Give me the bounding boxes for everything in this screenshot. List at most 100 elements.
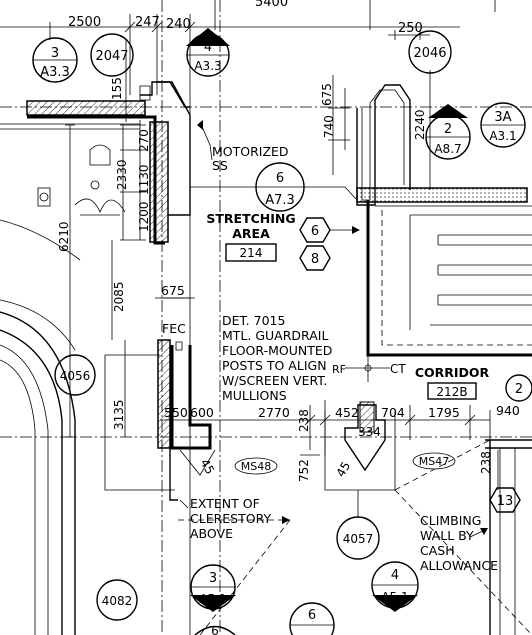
section-mark-sheet: A3.3: [194, 59, 221, 73]
section-mark-sheet: A8.7: [434, 142, 461, 156]
motorized-note: [197, 120, 213, 161]
dimension-label: 238: [297, 409, 311, 432]
section-mark-sheet: A3.3: [40, 65, 70, 80]
section-mark-4-a3-3[interactable]: 4 A3.3: [186, 28, 230, 77]
section-mark-6-a5-1[interactable]: 6: [289, 602, 335, 635]
left-vertical-dimensions: [65, 40, 146, 438]
door-tag-2047[interactable]: 2047: [90, 33, 134, 77]
ms-tag-ms47[interactable]: MS47: [412, 452, 456, 470]
note-text: RF: [332, 363, 346, 376]
door-tag-4082[interactable]: 4082: [96, 579, 138, 621]
room-name: STRETCHING: [206, 211, 295, 226]
dimension-label: 334: [358, 425, 381, 439]
section-mark-number: 6: [276, 171, 284, 186]
arrow-head: [352, 226, 360, 234]
hex-tag-6[interactable]: 6: [299, 217, 331, 243]
hex-tag-8[interactable]: 8: [299, 245, 331, 271]
section-mark-number: 3: [209, 571, 217, 586]
dimension-label: 155: [110, 77, 124, 100]
note-text: POSTS TO ALIGN: [222, 358, 327, 373]
note-text: CASH: [420, 543, 455, 558]
door-tag-4057[interactable]: 4057: [336, 490, 380, 560]
guardrail-note: DET. 7015 MTL. GUARDRAIL FLOOR-MOUNTED P…: [222, 313, 332, 403]
section-mark-sheet: A7.3: [265, 193, 295, 208]
dimension-label: 1795: [428, 405, 460, 420]
rf-ct-symbol: RF CT: [332, 355, 406, 382]
dimension-label: 600: [190, 405, 214, 420]
dimension-label: 704: [381, 405, 405, 420]
note-text: CLERESTORY: [190, 511, 271, 526]
section-mark-sheet: A5.1: [199, 592, 226, 606]
hex-tag-number: 13: [497, 494, 514, 509]
dimension-label: 940: [496, 403, 520, 418]
ms-tag-ms48[interactable]: MS48: [234, 457, 278, 475]
dimension-label: 550: [164, 405, 188, 420]
hex-tag-number: 6: [311, 224, 319, 239]
section-mark-number: 3: [51, 46, 59, 61]
hex-tag-number: 8: [311, 252, 319, 267]
dimension-label: 2770: [258, 405, 290, 420]
section-mark-number: 4: [391, 568, 399, 583]
dashed-diagonals: [199, 439, 532, 635]
note-text: DET. 7015: [222, 313, 285, 328]
dimension-label: 247: [135, 15, 160, 30]
section-mark-number: 6: [308, 608, 316, 623]
clerestory-note: [178, 499, 290, 524]
ms-tag-label: MS48: [241, 460, 271, 473]
room-name: AREA: [232, 226, 270, 241]
section-mark-4-a5-1[interactable]: 4 A5.1: [371, 561, 419, 612]
dimension-label: 3135: [112, 399, 126, 430]
upper-right-wall: [356, 84, 532, 357]
note-text: WALL BY: [420, 528, 474, 543]
section-mark-number: 4: [204, 40, 212, 55]
door-tag-number: 4056: [60, 369, 91, 383]
dimension-label: 2085: [112, 281, 126, 312]
dimension-label: 1130: [137, 164, 151, 195]
circle-tag-2[interactable]: 2: [505, 374, 532, 402]
partial-section-mark: 6: [194, 624, 236, 635]
upper-left-wall: [26, 81, 191, 245]
dimension-label: 6210: [57, 221, 71, 252]
svg-text:6: 6: [211, 624, 219, 635]
room-tag-stretching-area: STRETCHING AREA 214: [206, 211, 296, 262]
room-tag-corridor: CORRIDOR 212B: [415, 365, 490, 400]
section-mark-number: 2: [444, 122, 452, 137]
dimension-label: 5400: [255, 0, 288, 10]
door-tag-2046[interactable]: 2046: [408, 30, 452, 74]
section-mark-3a-a3-1[interactable]: 3A A3.1: [480, 102, 526, 148]
section-mark-3-a5-1[interactable]: 3 A5.1: [190, 564, 236, 612]
note-text: ALLOWANCE: [420, 558, 498, 573]
note-text: CT: [390, 362, 406, 376]
door-tag-number: 4057: [343, 532, 374, 546]
curved-wall: [0, 219, 81, 635]
door-tag-number: 2046: [413, 46, 446, 61]
note-text: ABOVE: [190, 526, 233, 541]
section-mark-sheet: A3.1: [489, 129, 516, 143]
section-mark-2-a8-7[interactable]: 2 A8.7: [425, 104, 471, 160]
hex-tag-13[interactable]: 13: [489, 487, 521, 513]
dimension-label: 45: [333, 459, 353, 479]
room-name: CORRIDOR: [415, 365, 490, 380]
note-text: FEC: [162, 321, 186, 336]
dimension-label: 752: [297, 459, 311, 482]
lower-dimension-string: [160, 400, 499, 490]
dimension-label: 740: [322, 115, 336, 138]
section-mark-6-a7-3[interactable]: 6 A7.3: [190, 162, 358, 212]
note-text: CLIMBING: [420, 513, 481, 528]
note-text: FLOOR-MOUNTED: [222, 343, 332, 358]
dimension-label: 675: [320, 83, 334, 106]
dimension-label: 452: [335, 405, 359, 420]
note-text: EXTENT OF: [190, 496, 260, 511]
note-text: MOTORIZED: [212, 144, 289, 159]
dimension-label: 2500: [68, 15, 101, 30]
room-number: 212B: [436, 385, 467, 399]
note-text: MULLIONS: [222, 388, 287, 403]
dimension-label: 2240: [413, 109, 427, 140]
door-tag-4056[interactable]: 4056: [54, 354, 96, 396]
dimension-label: 675: [161, 283, 185, 298]
dimension-label: 270: [137, 129, 151, 152]
section-mark-3-a3-3[interactable]: 3 A3.3: [32, 37, 78, 83]
dimension-label: 240: [166, 17, 191, 32]
note-text: W/SCREEN VERT.: [222, 373, 327, 388]
